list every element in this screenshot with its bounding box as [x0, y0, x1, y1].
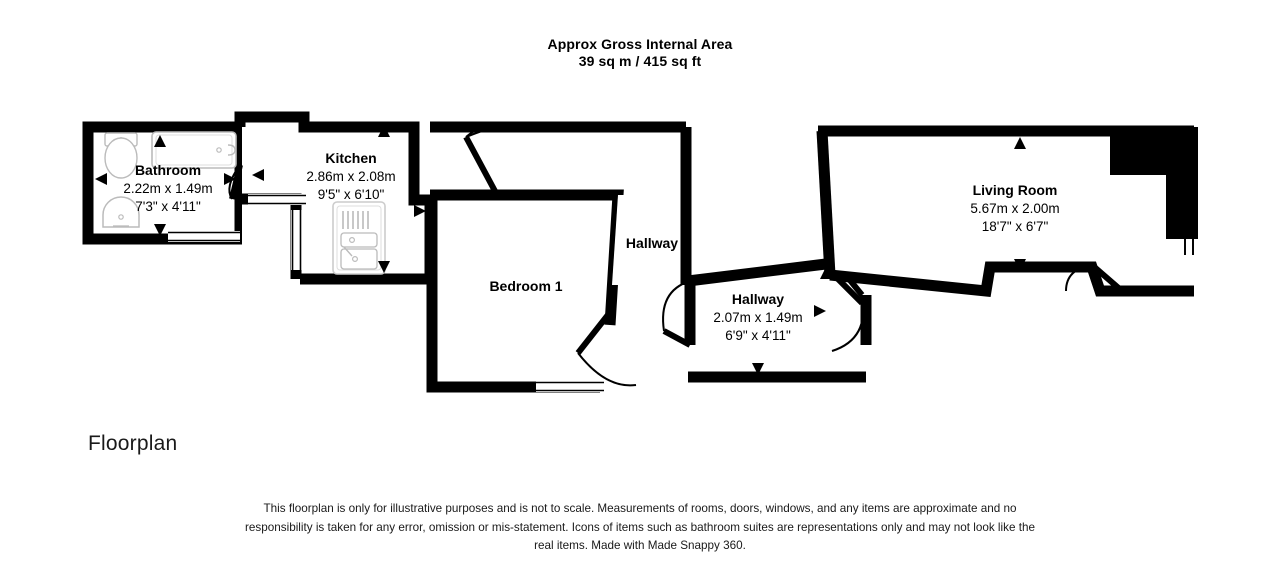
floorplan-drawing: Bathroom 2.22m x 1.49m 7'3" x 4'11"	[0, 95, 1280, 405]
arrow-right-icon	[414, 205, 426, 217]
bathroom-label-metric: 2.22m x 1.49m	[123, 181, 212, 196]
room-living-room: Living Room 5.67m x 2.00m 18'7" x 6'7"	[816, 125, 1198, 306]
hallway-lower-label-imperial: 6'9" x 4'11"	[725, 328, 791, 343]
living-room-window	[1184, 139, 1194, 255]
arrow-down-icon	[154, 224, 166, 236]
bedroom-label-name: Bedroom 1	[489, 278, 562, 294]
hallway-lower-label-name: Hallway	[732, 291, 784, 307]
bedroom-door	[575, 309, 637, 387]
living-room-door-right	[1065, 262, 1124, 294]
room-hallway-lower: Hallway 2.07m x 1.49m 6'9" x 4'11"	[662, 257, 872, 383]
bathtub-icon	[151, 131, 237, 169]
hallway-upper-door	[463, 126, 501, 195]
arrow-right-icon	[1172, 221, 1184, 233]
living-room-wall-left	[816, 130, 836, 276]
bedroom-window	[536, 381, 604, 392]
hallway-lower-wall-top	[687, 257, 835, 287]
arrow-right-icon	[814, 305, 826, 317]
arrow-up-icon	[154, 135, 166, 147]
hallway-lower-floor	[662, 265, 862, 383]
hallway-upper-label-name: Hallway	[626, 235, 678, 251]
living-room-wall-bottom	[829, 261, 1194, 297]
washbasin-icon	[102, 196, 140, 228]
room-bedroom-1: Bedroom 1	[426, 189, 637, 393]
living-room-floor	[824, 131, 1194, 293]
bathroom-window	[168, 231, 240, 242]
arrow-down-icon	[752, 363, 764, 375]
area-header-title: Approx Gross Internal Area	[547, 36, 733, 52]
bedroom-floor	[430, 195, 618, 388]
kitchen-window-vertical	[291, 210, 302, 270]
room-hallway-upper: Hallway	[430, 121, 692, 285]
arrow-down-icon	[1014, 259, 1026, 271]
living-room-dimension-arrows	[1014, 137, 1184, 271]
bathroom-label-imperial: 7'3" x 4'11"	[135, 199, 201, 214]
arrow-up-icon	[378, 125, 390, 137]
hallway-lower-door-left	[662, 280, 692, 348]
arrow-down-icon	[378, 261, 390, 273]
toilet-icon	[104, 132, 138, 179]
area-header: Approx Gross Internal Area 39 sq m / 415…	[0, 36, 1280, 70]
arrow-right-icon	[224, 173, 236, 185]
kitchen-label-imperial: 9'5" x 6'10"	[318, 187, 385, 202]
kitchen-label-name: Kitchen	[325, 150, 376, 166]
area-header-value: 39 sq m / 415 sq ft	[578, 53, 702, 69]
floorplan-caption: Floorplan	[88, 432, 178, 455]
kitchen-sink-icon	[332, 201, 386, 275]
bathroom-dimension-arrows	[95, 135, 236, 236]
living-room-label-imperial: 18'7" x 6'7"	[982, 219, 1049, 234]
room-bathroom: Bathroom 2.22m x 1.49m 7'3" x 4'11"	[82, 121, 246, 245]
hallway-lower-label-metric: 2.07m x 1.49m	[713, 310, 802, 325]
arrow-left-icon	[252, 169, 264, 181]
living-room-door-left	[831, 272, 865, 306]
kitchen-label-metric: 2.86m x 2.08m	[306, 169, 395, 184]
kitchen-door-to-bathroom	[228, 164, 243, 200]
room-kitchen: Kitchen 2.86m x 2.08m 9'5" x 6'10"	[228, 111, 436, 285]
disclaimer-text: This floorplan is only for illustrative …	[245, 502, 1035, 552]
kitchen-dimension-arrows	[252, 125, 426, 273]
hallway-upper-floor	[612, 195, 686, 285]
arrow-up-icon	[1014, 137, 1026, 149]
living-room-label-metric: 5.67m x 2.00m	[970, 201, 1059, 216]
kitchen-window	[248, 194, 306, 205]
bathroom-label-name: Bathroom	[135, 162, 201, 178]
arrow-left-icon	[95, 173, 107, 185]
floorplan-svg: Bathroom 2.22m x 1.49m 7'3" x 4'11"	[82, 111, 1198, 393]
living-room-label-name: Living Room	[973, 182, 1058, 198]
